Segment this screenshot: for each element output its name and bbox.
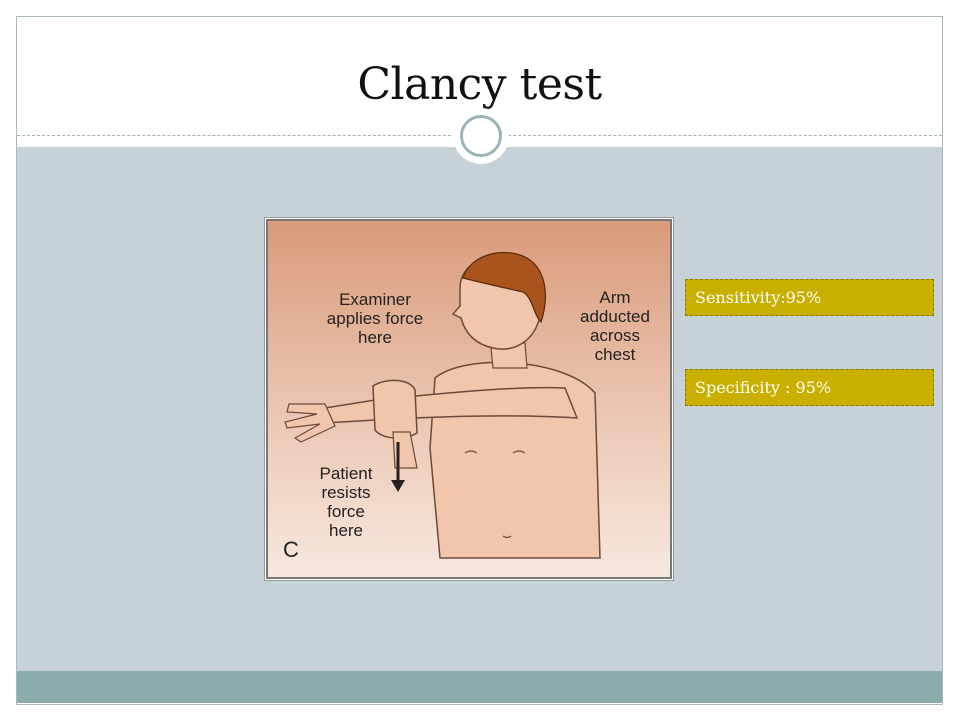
panel-letter: C [283,537,299,562]
force-arrow-icon [391,480,405,492]
slide-title: Clancy test [357,59,602,110]
ring-ornament-icon [453,108,509,164]
examiner-label: Examiner applies force here [326,290,424,347]
examiner-hand-shape [372,379,418,439]
navel-mark [502,535,512,539]
chest-mark [512,450,526,454]
clancy-test-illustration: Examiner applies force here Arm adducted… [264,217,674,581]
footer-band [17,671,942,703]
chest-mark [464,450,478,454]
hair-shape [462,251,546,324]
specificity-box: Specificity : 95% [685,369,934,406]
patient-hand-shape [284,403,336,443]
sensitivity-box: Sensitivity:95% [685,279,934,316]
ring-inner [460,115,502,157]
arm-label: Arm adducted across chest [580,288,650,364]
slide: Clancy test [16,16,943,705]
patient-label: Patient resists force here [319,464,373,540]
illustration-drawing [266,219,672,579]
